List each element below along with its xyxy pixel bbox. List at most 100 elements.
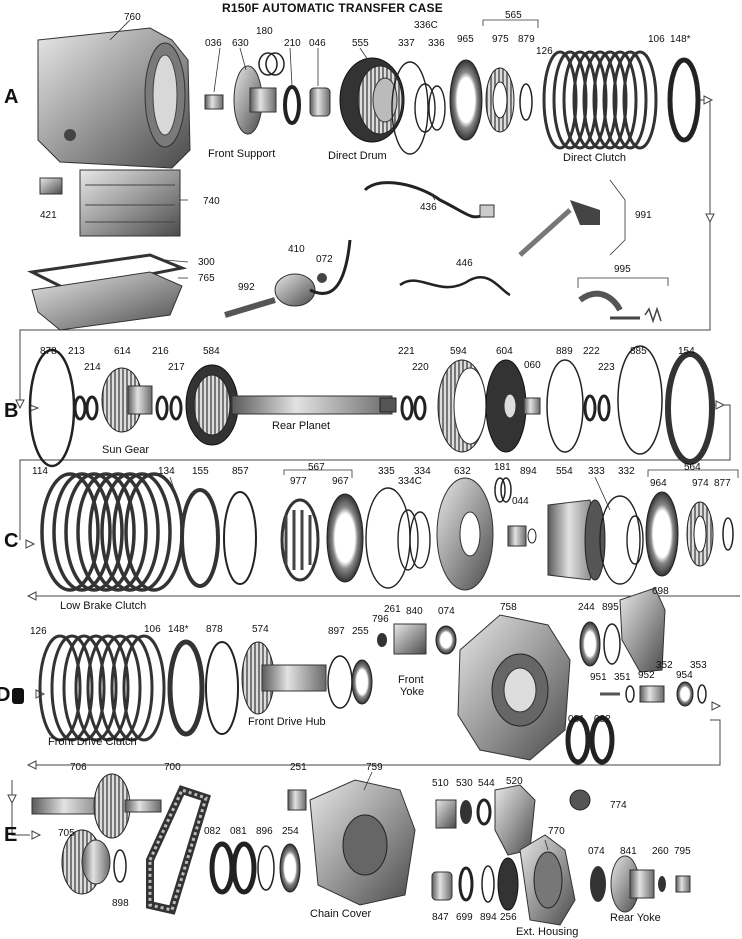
part-number: 841 [620,846,637,857]
diagram-title: R150F AUTOMATIC TRANSFER CASE [222,1,443,15]
part-number: 795 [674,846,691,857]
part-number: 256 [500,912,517,923]
part-number: 213 [68,346,85,357]
part-number: 604 [496,346,513,357]
part-number: 335 [378,466,395,477]
leader-lines [109,19,740,851]
part-number: 148* [168,624,189,635]
part-number: 770 [548,826,565,837]
part-number: 036 [205,38,222,49]
part-number: 614 [114,346,131,357]
part-number: 700 [164,762,181,773]
row-label-a: A [4,86,19,108]
part-number: 410 [288,244,305,255]
part-number: 951 [590,672,607,683]
part-number: 181 [494,462,511,473]
part-number: 106 [648,34,665,45]
part-number: 897 [328,626,345,637]
part-number: 300 [198,257,215,268]
part-number: 740 [203,196,220,207]
part-number: 975 [492,34,509,45]
caption-sun-gear: Sun Gear [102,444,150,456]
part-number: 260 [652,846,669,857]
part-number: 796 [372,614,389,625]
part-number: 885 [630,346,647,357]
part-number: 337 [398,38,415,49]
part-number: 991 [635,210,652,221]
part-number: 510 [432,778,449,789]
part-number: 898 [112,898,129,909]
caption-front-drive-hub: Front Drive Hub [248,716,326,728]
part-number: 954 [676,670,693,681]
part-number: 530 [456,778,473,789]
part-number: 630 [232,38,249,49]
part-number: 555 [352,38,369,49]
caption-ext-housing: Ext. Housing [516,926,579,938]
part-number: 251 [290,762,307,773]
part-number: 352 [656,660,673,671]
part-number: 074 [588,846,605,857]
part-number: 126 [536,46,553,57]
part-number: 046 [309,38,326,49]
part-number: 594 [450,346,467,357]
part-number: 214 [84,362,101,373]
part-number: 699 [456,912,473,923]
part-number: 705 [58,828,75,839]
part-number: 877 [714,478,731,489]
part-number: 334 [414,466,431,477]
part-number: 878 [206,624,223,635]
caption-front-drive-clutch: Front Drive Clutch [48,736,137,748]
part-number: 995 [614,264,631,275]
part-number: 952 [638,670,655,681]
part-number: 421 [40,210,57,221]
row-label-b: B [4,400,19,422]
part-number: 082 [594,714,611,725]
part-number: 222 [583,346,600,357]
part-number: 840 [406,606,423,617]
caption-front-yoke-line2: Yoke [400,686,425,698]
caption-low-brake-clutch: Low Brake Clutch [60,600,147,612]
part-number: 895 [602,602,619,613]
part-number: 126 [30,626,47,637]
part-number: 261 [384,604,401,615]
caption-rear-yoke: Rear Yoke [610,912,661,924]
part-number: 574 [252,624,269,635]
row-e-parts [31,773,691,926]
part-number: 210 [284,38,301,49]
part-number: 217 [168,362,185,373]
caption-rear-planet: Rear Planet [272,420,331,432]
part-number: 894 [520,466,537,477]
part-number: 332 [618,466,635,477]
caption-direct-clutch: Direct Clutch [563,152,626,164]
part-number: 564 [684,462,701,473]
part-number: 148* [670,34,691,45]
row-c-parts [40,472,734,592]
part-number: 965 [457,34,474,45]
part-number: 974 [692,478,709,489]
part-number: 180 [256,26,273,37]
part-number: 334C [398,476,422,487]
part-number: 155 [192,466,209,477]
part-number: 889 [556,346,573,357]
part-number: 544 [478,778,495,789]
part-number: 964 [650,478,667,489]
part-number: 074 [438,606,455,617]
part-number: 134 [158,466,175,477]
part-number: 082 [204,826,221,837]
part-number: 758 [500,602,517,613]
part-number: 044 [512,496,529,507]
row-label-d: D [0,684,11,706]
part-number: 220 [412,362,429,373]
part-number: 106 [144,624,161,635]
part-number: 632 [454,466,471,477]
part-number: 774 [610,800,627,811]
part-number: 154 [678,346,695,357]
part-number: 760 [124,12,141,23]
part-number: 081 [230,826,247,837]
part-number: 894 [480,912,497,923]
part-number: 896 [256,826,273,837]
part-number: 436 [420,202,437,213]
part-number: 351 [614,672,631,683]
